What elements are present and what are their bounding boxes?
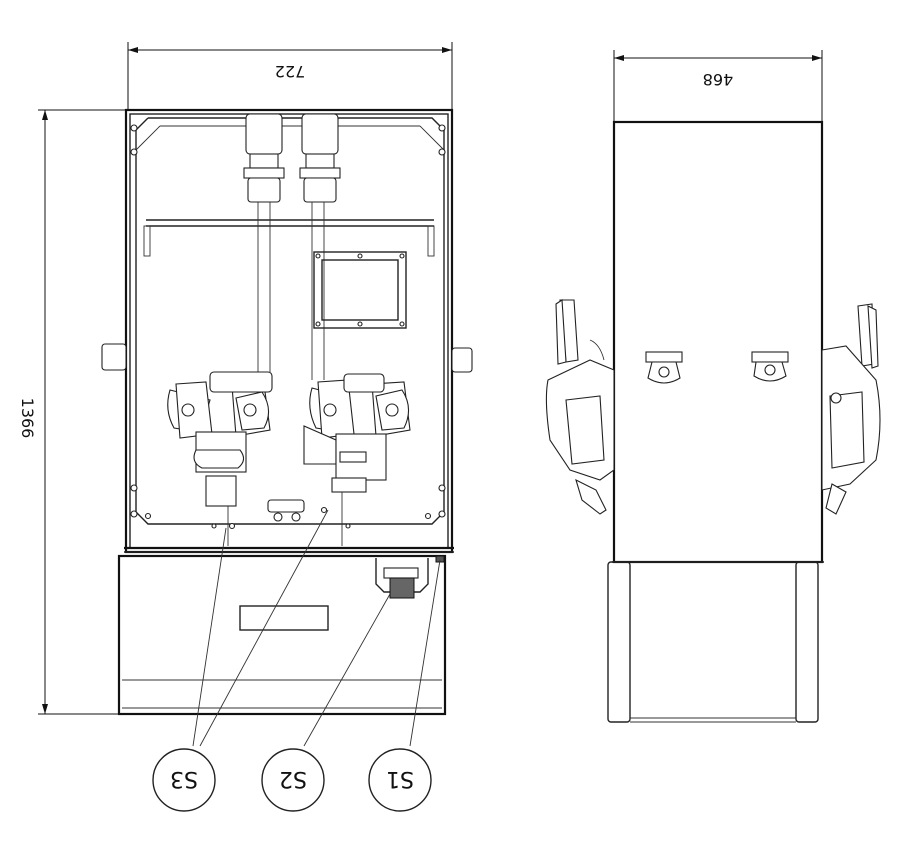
front-view <box>101 108 473 747</box>
pump-left <box>167 371 273 546</box>
callout-s1-label: S1 <box>386 766 414 791</box>
base-plate <box>239 605 329 631</box>
side-foot-left <box>607 561 631 723</box>
side-nozzle-left <box>545 299 615 515</box>
pump-right <box>303 373 411 546</box>
callout-s1: S1 <box>368 748 432 812</box>
bottom-bracket <box>211 499 351 530</box>
cabinet-upper <box>124 108 454 554</box>
side-foot-right <box>795 561 819 723</box>
callout-s2: S2 <box>261 748 325 812</box>
side-width-dimension: 468 <box>613 50 823 122</box>
right-handle <box>451 347 473 373</box>
front-width-dimension: 722 <box>127 42 453 110</box>
side-view <box>545 120 881 723</box>
left-handle <box>101 343 127 371</box>
latch-left <box>645 351 683 384</box>
side-nozzle-right <box>821 303 881 515</box>
sensor-hatched <box>389 577 415 599</box>
callout-s2-label: S2 <box>279 766 307 791</box>
side-cabinet <box>612 120 824 564</box>
inspection-plate <box>313 251 407 329</box>
latch-right <box>751 351 789 382</box>
callout-s3: S3 <box>152 748 216 812</box>
callout-s3-label: S3 <box>170 766 198 791</box>
front-width-label: 722 <box>275 62 306 81</box>
side-width-label: 468 <box>703 70 734 89</box>
front-height-label: 1366 <box>18 398 37 439</box>
outlet-right <box>299 113 341 380</box>
front-height-dimension: 1366 <box>18 109 128 715</box>
cabinet-base <box>117 554 447 716</box>
outlet-left <box>243 113 285 372</box>
